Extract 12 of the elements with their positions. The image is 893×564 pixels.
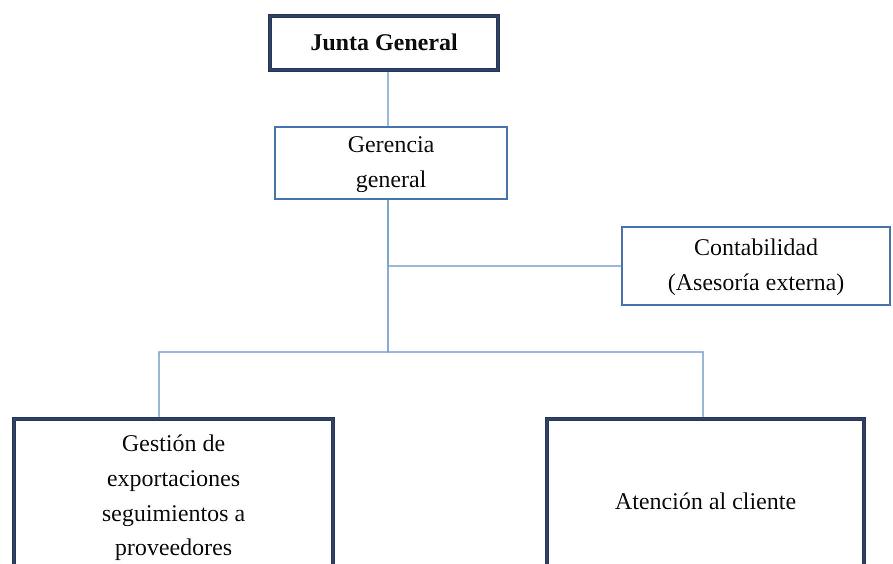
connector-line: [387, 72, 389, 126]
box-label: Contabilidad (Asesoría externa): [666, 234, 846, 298]
connector-line: [387, 200, 704, 417]
box-label: Gestión de exportaciones seguimientos a proveedores: [100, 430, 246, 564]
box-label: Junta General: [310, 28, 458, 58]
box-label: Atención al cliente: [614, 488, 796, 517]
org-box: [268, 14, 500, 72]
org-box: [12, 417, 335, 564]
org-box: [274, 126, 508, 200]
org-box: [545, 417, 866, 564]
org-box: [621, 226, 891, 306]
box-label: Gerencia general: [346, 131, 436, 195]
